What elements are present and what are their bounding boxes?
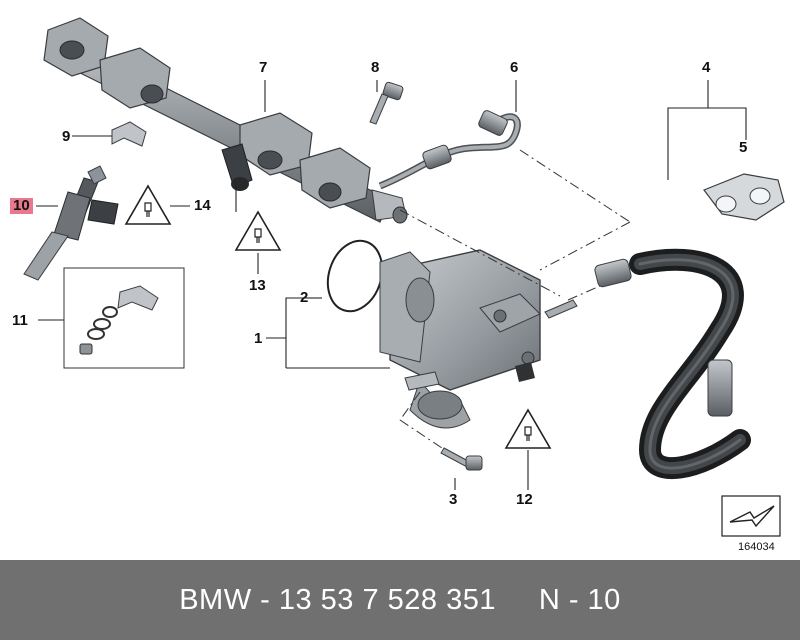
callout-13: 13	[249, 277, 266, 294]
parts-diagram: 7 8 6 4 5 9 10 14 13 11 2 1 3 12 164034	[10, 17, 785, 553]
feed-hose	[594, 248, 751, 480]
high-pressure-line	[378, 110, 521, 190]
diagram-drawing	[23, 17, 785, 537]
callout-5: 5	[739, 139, 748, 156]
seal-kit-box	[63, 267, 185, 369]
callout-9: 9	[62, 128, 71, 145]
footer-bar: BMW - 13 53 7 528 351 N - 10	[0, 560, 800, 640]
callout-14: 14	[194, 197, 211, 214]
callout-7: 7	[259, 59, 268, 76]
footer-part-info: BMW - 13 53 7 528 351 N - 10	[179, 584, 621, 617]
callout-10[interactable]: 10	[10, 198, 33, 214]
footer-position-label: N - 10	[538, 583, 621, 616]
assembly-lines	[399, 149, 631, 451]
fuel-injector	[23, 165, 119, 281]
diagram-stamp	[721, 495, 781, 537]
hose-holder	[703, 173, 785, 221]
callout-2: 2	[300, 289, 309, 306]
clip-9	[111, 121, 147, 147]
callout-1: 1	[254, 330, 263, 347]
warning-triangle-14	[124, 184, 172, 225]
callout-3: 3	[449, 491, 458, 508]
bolt-8	[369, 81, 404, 125]
warning-triangle-13	[234, 210, 282, 251]
warning-triangle-12	[504, 408, 552, 449]
diagram-id: 164034	[738, 541, 775, 553]
bolt-3	[440, 447, 483, 471]
high-pressure-pump	[379, 249, 578, 429]
fuel-rail	[43, 17, 408, 224]
callout-8: 8	[371, 59, 380, 76]
leader-lines	[36, 80, 747, 490]
callout-11: 11	[12, 312, 28, 329]
footer-brand: BMW	[179, 583, 252, 616]
callout-6: 6	[510, 59, 519, 76]
callout-12: 12	[516, 491, 533, 508]
callout-4: 4	[702, 59, 711, 76]
footer-separator: -	[260, 583, 271, 616]
footer-part-number: 13 53 7 528 351	[278, 583, 497, 616]
